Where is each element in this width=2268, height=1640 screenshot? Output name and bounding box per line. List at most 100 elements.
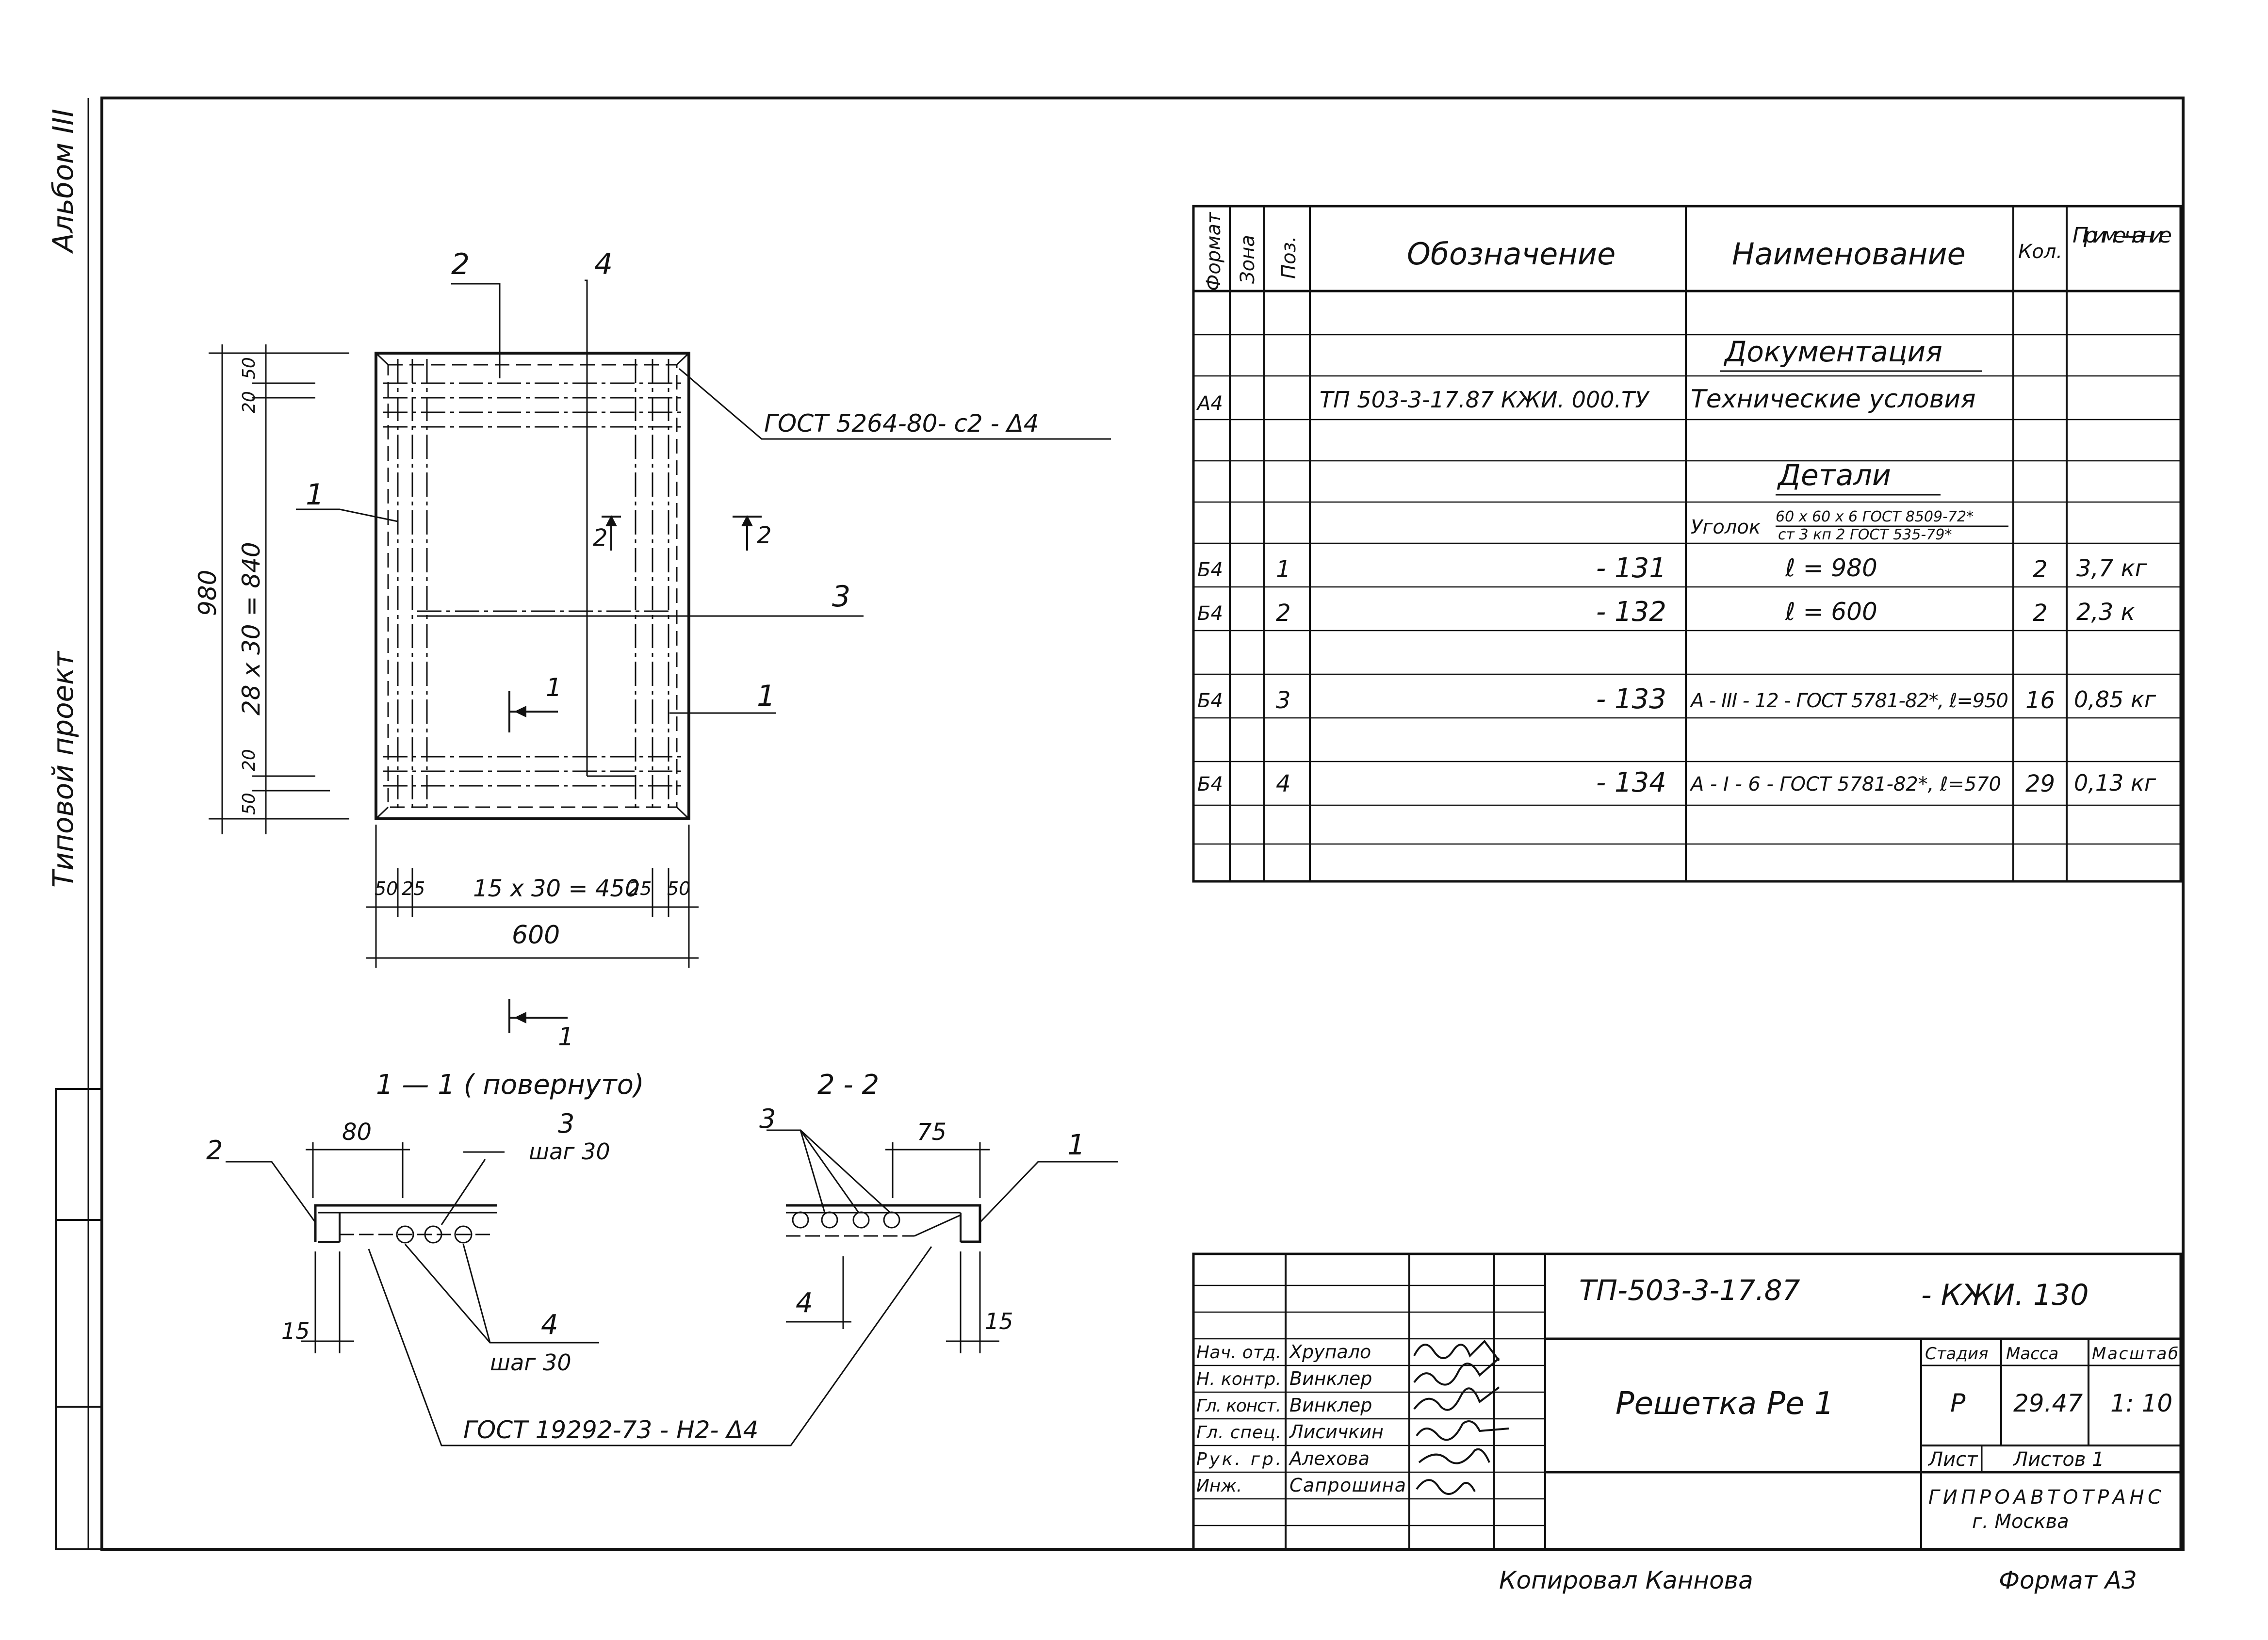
weld-note-bottom: ГОСТ 19292-73 - Н2- Δ4 xyxy=(463,1416,758,1444)
title-block xyxy=(1192,1252,2182,1551)
section-dim-15-left: 15 xyxy=(281,1318,310,1344)
section-pos-4-left: 4 xyxy=(541,1309,558,1341)
margin-album-text: Альбом III xyxy=(47,109,80,254)
spec-row-designation: - 133 xyxy=(1596,683,1666,715)
plan-dim-980: 980 xyxy=(194,570,222,616)
plan-dim-50-bottom: 50 xyxy=(239,793,259,815)
plan-dim-50-top: 50 xyxy=(239,357,259,379)
title-mass-label: Масса xyxy=(2006,1344,2058,1364)
specification-table xyxy=(1192,205,2182,883)
section-pos-1-right: 1 xyxy=(1067,1128,1085,1161)
signer-name: Винклер xyxy=(1289,1395,1372,1416)
signer-name: Лисичкин xyxy=(1289,1421,1384,1443)
plan-cut-2-right: 2 xyxy=(757,522,772,549)
section-2-2-title: 2 - 2 xyxy=(817,1069,879,1101)
plan-dim-20-bottom: 20 xyxy=(239,749,259,771)
signer-name: Алехова xyxy=(1288,1448,1370,1469)
spec-row-name: А - III - 12 - ГОСТ 5781-82*, ℓ=950 xyxy=(1689,690,2008,712)
sections xyxy=(226,1129,1118,1446)
spec-angle-top: 60 x 60 x 6 ГОСТ 8509-72* xyxy=(1776,508,1974,525)
plan-dim-600: 600 xyxy=(512,921,560,950)
title-sheets-label: Листов 1 xyxy=(2012,1448,2105,1471)
section-step-30-bottom: шаг 30 xyxy=(490,1349,571,1376)
spec-row-name: ℓ = 600 xyxy=(1785,598,1877,626)
plan-cut-1-below: 1 xyxy=(558,1023,574,1052)
spec-row-2: Б4 2 - 132 ℓ = 600 2 2,3 к xyxy=(1197,596,2135,628)
signer-role: Инж. xyxy=(1196,1476,1242,1496)
section-dim-80: 80 xyxy=(342,1119,372,1146)
plan-dim-840: 28 x 30 = 840 xyxy=(237,542,265,715)
section-step-30-top: шаг 30 xyxy=(529,1138,610,1165)
plan-pos-1-right: 1 xyxy=(757,679,775,713)
spec-row-qty: 2 xyxy=(2033,556,2048,583)
margin-project-text: Типовой проект xyxy=(47,650,80,888)
title-org: ГИПРОАВТОТРАНС xyxy=(1928,1486,2161,1509)
plan-dim-50-left: 50 xyxy=(375,878,398,899)
signer-role: Гл. спец. xyxy=(1196,1423,1281,1443)
spec-header-note: Приме-чание xyxy=(2072,223,2172,248)
spec-row-3: Б4 3 - 133 А - III - 12 - ГОСТ 5781-82*,… xyxy=(1197,683,2156,715)
spec-row-qty: 2 xyxy=(2033,600,2048,627)
signer-role: Гл. конст. xyxy=(1196,1396,1281,1416)
signer-role: Нач. отд. xyxy=(1196,1343,1281,1363)
spec-row-format: Б4 xyxy=(1197,773,1223,796)
signatories: Нач. отд. Хрупало Н. контр. Винклер Гл. … xyxy=(1196,1339,1509,1496)
spec-row-note: 2,3 к xyxy=(2076,599,2135,626)
title-code: ТП-503-3-17.87 xyxy=(1579,1274,1800,1307)
plan-cut-1-mid: 1 xyxy=(546,673,562,702)
section-pos-3-left: 3 xyxy=(558,1108,574,1139)
sheet-frame xyxy=(55,97,2185,1551)
title-name: Решетка Ре 1 xyxy=(1615,1386,1834,1422)
spec-header-name: Наименование xyxy=(1732,236,1966,272)
plan-dim-50-right: 50 xyxy=(667,878,690,899)
title-city: г. Москва xyxy=(1972,1510,2069,1533)
plan-dim-20-top: 20 xyxy=(239,391,259,413)
spec-doc-format: А4 xyxy=(1196,392,1223,415)
spec-row-format: Б4 xyxy=(1197,602,1223,625)
spec-header-format: Формат xyxy=(1203,211,1225,291)
spec-header-designation: Обозначение xyxy=(1407,236,1615,272)
section-dim-75: 75 xyxy=(917,1119,946,1146)
title-stage-label: Стадия xyxy=(1925,1344,1988,1364)
section-pos-3-right: 3 xyxy=(759,1104,776,1134)
plan-pos-2: 2 xyxy=(451,247,470,281)
spec-row-format: Б4 xyxy=(1197,690,1223,712)
spec-row-name: А - I - 6 - ГОСТ 5781-82*, ℓ=570 xyxy=(1689,773,2001,796)
signatures xyxy=(1413,1339,1509,1495)
plan-cut-2-left: 2 xyxy=(593,524,608,552)
section-1-1-title: 1 — 1 ( повернуто) xyxy=(376,1069,644,1101)
weld-note-top: ГОСТ 5264-80- с2 - Δ4 xyxy=(764,409,1039,438)
spec-header-zone: Зона xyxy=(1237,235,1259,284)
spec-row-designation: - 132 xyxy=(1596,596,1666,628)
spec-details-section: Детали xyxy=(1777,458,1891,492)
signer-role: Н. контр. xyxy=(1196,1369,1281,1389)
plan-view xyxy=(209,279,1111,1033)
plan-dim-25-right: 25 xyxy=(628,878,652,899)
spec-row-note: 0,13 кг xyxy=(2074,770,2156,796)
plan-pos-1-left: 1 xyxy=(306,478,324,512)
spec-row-1: Б4 1 - 131 ℓ = 980 2 3,7 кг xyxy=(1197,552,2148,584)
spec-doc-name: Технические условия xyxy=(1691,385,1976,414)
signer-role: Рук. гр. xyxy=(1196,1449,1281,1469)
spec-row-note: 3,7 кг xyxy=(2076,555,2148,582)
footer-copied: Копировал Каннова xyxy=(1499,1566,1753,1594)
section-pos-2-left: 2 xyxy=(206,1135,223,1166)
signer-name: Винклер xyxy=(1289,1368,1372,1389)
section-pos-4-right: 4 xyxy=(796,1287,813,1319)
spec-angle-bottom: ст 3 кп 2 ГОСТ 535-79* xyxy=(1778,526,1952,543)
spec-header-pos: Поз. xyxy=(1278,236,1300,279)
plan-dim-450: 15 x 30 = 450 xyxy=(473,875,639,902)
signer-name: Хрупало xyxy=(1289,1341,1371,1363)
spec-row-name: ℓ = 980 xyxy=(1785,554,1877,582)
spec-row-qty: 16 xyxy=(2025,687,2055,714)
spec-row-pos: 4 xyxy=(1276,770,1291,797)
footer-format: Формат А3 xyxy=(1999,1566,2137,1594)
spec-row-qty: 29 xyxy=(2025,770,2055,797)
spec-row-pos: 1 xyxy=(1276,556,1291,583)
plan-dim-25-left: 25 xyxy=(402,878,425,899)
title-stage: Р xyxy=(1950,1389,1966,1418)
title-sheet-label: Лист xyxy=(1927,1448,1978,1471)
spec-row-pos: 3 xyxy=(1276,687,1291,714)
section-dim-15-right: 15 xyxy=(985,1308,1013,1334)
spec-row-designation: - 134 xyxy=(1596,767,1666,798)
